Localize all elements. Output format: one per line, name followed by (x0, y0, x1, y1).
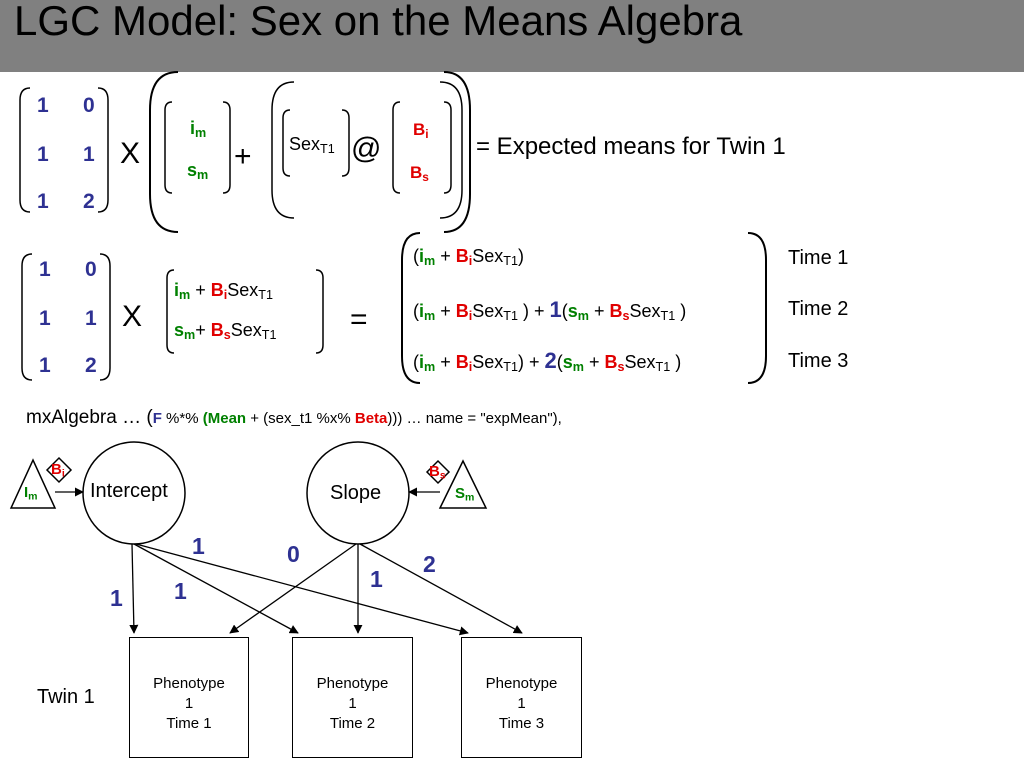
result-row-time1: (im + BiSexT1) (413, 246, 524, 269)
eq2-m-r2c2: 1 (85, 307, 97, 330)
phenotype-time3-box: Phenotype 1 Time 3 (461, 637, 582, 758)
eq1-matrix-right-bracket (97, 87, 109, 213)
beta-vector-left-bracket (392, 101, 401, 194)
eq1-m-r2c1: 1 (37, 143, 49, 166)
phenotype-time1-name: Phenotype (153, 675, 225, 692)
sm-triangle-label: Sm (455, 485, 475, 504)
arrow-slope-to-t3 (359, 543, 523, 634)
path-label-slope-t3: 2 (423, 551, 436, 577)
eq1-outer-right-paren (443, 71, 471, 233)
bs-diamond-label: Bs (429, 463, 446, 482)
arrow-intercept-to-t2 (133, 543, 299, 634)
eq1-m-r3c1: 1 (37, 190, 49, 213)
bi-label: Bi (413, 120, 429, 141)
phenotype-time3-name: Phenotype (485, 675, 558, 692)
eq2-m-r1c2: 0 (85, 258, 97, 281)
sm-triangle (438, 459, 488, 509)
eq1-m-r1c1: 1 (37, 94, 49, 117)
sm-label: sm (187, 160, 209, 183)
arrow-slope-to-t1 (229, 543, 357, 634)
eq1-plus: + (234, 140, 252, 173)
phenotype-time2-name: Phenotype (316, 675, 389, 692)
sex-t1-label: SexT1 (289, 134, 335, 157)
eq2-times: X (122, 300, 143, 333)
slide-title: LGC Model: Sex on the Means Algebra (14, 0, 743, 44)
phenotype-time2-box: Phenotype 1 Time 2 (292, 637, 413, 758)
bs-diamond (425, 459, 451, 485)
path-label-slope-t2: 1 (370, 566, 383, 592)
expected-means-label: = Expected means for Twin 1 (476, 133, 786, 160)
eq2-matrix-left-bracket (21, 253, 33, 381)
time2-label: Time 2 (788, 298, 849, 320)
eq2-m-r2c1: 1 (39, 307, 51, 330)
phenotype-time3-number: 1 (517, 695, 526, 712)
arrow-intercept-to-t3 (135, 543, 469, 636)
beta-vector-right-bracket (443, 101, 452, 194)
means-vector-left-bracket (164, 101, 173, 194)
sex-right-bracket (341, 109, 350, 177)
bi-diamond-label: Bi (51, 461, 65, 480)
sex-left-bracket (282, 109, 291, 177)
time3-label: Time 3 (788, 350, 849, 372)
eq2-m-r1c1: 1 (39, 258, 51, 281)
phenotype-time2-occasion: Time 2 (329, 715, 376, 732)
eq2-matrix-right-bracket (99, 253, 111, 381)
path-label-slope-t1: 0 (287, 541, 300, 567)
eq1-m-r1c2: 0 (83, 94, 95, 117)
eq2-m-r3c2: 2 (85, 354, 97, 377)
mxalgebra-code: mxAlgebra … (F %*% (Mean + (sex_t1 %x% B… (26, 407, 562, 428)
eq2-mean-left-bracket (166, 269, 175, 354)
im-label: im (190, 118, 207, 141)
inner-right-paren (439, 81, 463, 219)
means-vector-right-bracket (222, 101, 231, 194)
im-triangle (9, 458, 57, 509)
title-bar (0, 0, 1024, 72)
phenotype-time1-occasion: Time 1 (166, 715, 212, 732)
inner-left-paren (271, 81, 295, 219)
result-row-time2: (im + BiSexT1 ) + 1(sm + BsSexT1 ) (413, 297, 687, 324)
result-left-paren (401, 232, 421, 384)
path-label-int-t1: 1 (110, 585, 123, 611)
eq1-matrix-left-bracket (19, 87, 31, 213)
eq1-m-r3c2: 2 (83, 190, 95, 213)
eq1-m-r2c2: 1 (83, 143, 95, 166)
eq2-slope-mean: sm+ BsSexT1 (174, 320, 277, 343)
twin-label: Twin 1 (37, 686, 95, 708)
phenotype-time3-occasion: Time 3 (498, 715, 545, 732)
eq2-equals: = (350, 303, 368, 336)
eq1-outer-left-paren (149, 71, 179, 233)
arrow-intercept-to-t1 (129, 543, 139, 634)
time1-label: Time 1 (788, 247, 849, 269)
path-label-int-t2: 1 (174, 578, 187, 604)
intercept-label: Intercept (90, 480, 168, 502)
eq2-m-r3c1: 1 (39, 354, 51, 377)
result-row-time3: (im + BiSexT1) + 2(sm + BsSexT1 ) (413, 348, 682, 375)
phenotype-time1-box: Phenotype 1 Time 1 (129, 637, 249, 758)
at-operator: @ (351, 132, 382, 165)
bi-diamond (45, 456, 73, 484)
eq1-times: X (120, 137, 141, 170)
im-triangle-label: Im (24, 484, 38, 503)
phenotype-time1-number: 1 (184, 695, 194, 712)
result-right-paren (747, 232, 767, 384)
phenotype-time2-number: 1 (348, 695, 357, 712)
eq2-intercept-mean: im + BiSexT1 (174, 280, 273, 303)
path-label-int-t3: 1 (192, 533, 205, 559)
eq2-mean-right-bracket (315, 269, 324, 354)
slope-label: Slope (330, 482, 382, 504)
bs-label: Bs (410, 163, 429, 184)
